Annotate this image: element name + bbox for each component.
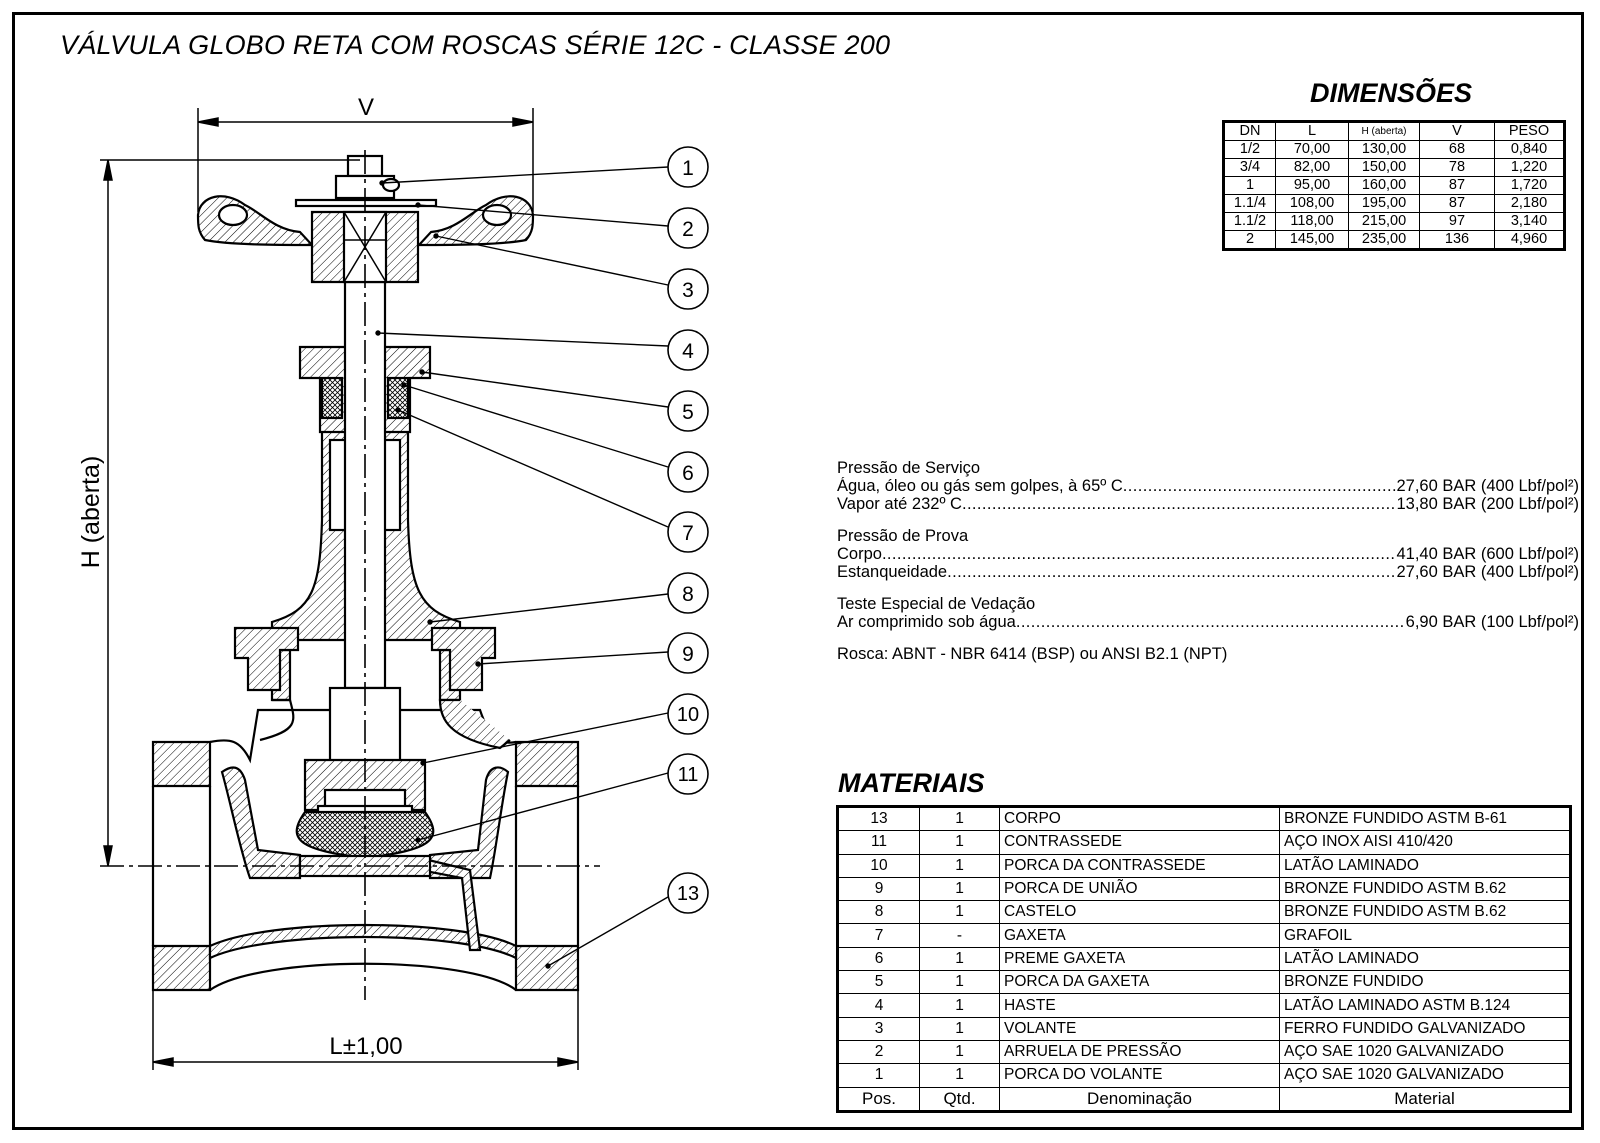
svg-text:2: 2 [682, 218, 694, 241]
materials-header-row: Pos. Qtd. Denominação Material [837, 1086, 1571, 1112]
service-pressure: Pressão de Serviço Água, óleo ou gás sem… [837, 459, 1579, 513]
dim-header-h: H (aberta) [1348, 121, 1420, 141]
balloon-13: 13 [667, 872, 709, 914]
drawing-title: VÁLVULA GLOBO RETA COM ROSCAS SÉRIE 12C … [60, 30, 891, 60]
svg-text:4: 4 [682, 340, 694, 363]
handwheel [196, 154, 535, 284]
svg-text:13: 13 [677, 883, 699, 905]
spec-line: Água, óleo ou gás sem golpes, à 65º C 27… [837, 477, 1579, 495]
svg-text:1: 1 [682, 157, 694, 180]
spec-line: Ar comprimido sob água 6,90 BAR (100 Lbf… [837, 613, 1579, 631]
union-nut [233, 626, 497, 692]
balloon-9: 9 [667, 632, 709, 674]
svg-text:11: 11 [678, 764, 699, 786]
svg-text:7: 7 [682, 522, 694, 545]
svg-text:10: 10 [677, 704, 699, 726]
svg-text:5: 5 [682, 401, 694, 424]
spec-line: Vapor até 232º C 13,80 BAR (200 Lbf/pol²… [837, 495, 1579, 513]
balloon-11: 11 [667, 753, 709, 795]
svg-text:6: 6 [682, 462, 694, 485]
mat-header-denominacao: Denominação [999, 1086, 1280, 1112]
balloon-3: 3 [667, 268, 709, 310]
balloon-1: 1 [667, 146, 709, 188]
dimension-l-label: L±1,00 [329, 1033, 402, 1060]
balloon-5: 5 [667, 390, 709, 432]
svg-text:8: 8 [682, 583, 694, 606]
thread-spec: Rosca: ABNT - NBR 6414 (BSP) ou ANSI B2.… [837, 645, 1228, 663]
svg-text:3: 3 [682, 279, 694, 302]
test-pressure: Pressão de Prova Corpo 41,40 BAR (600 Lb… [837, 527, 1579, 581]
mat-header-pos: Pos. [837, 1086, 920, 1112]
balloon-7: 7 [667, 511, 709, 553]
spec-line: Estanqueidade 27,60 BAR (400 Lbf/pol²) [837, 563, 1579, 581]
dimension-h-label: H (aberta) [77, 456, 105, 569]
leader-lines [375, 166, 669, 969]
test-pressure-title: Pressão de Prova [837, 527, 969, 545]
mat-header-qtd: Qtd. [919, 1086, 1000, 1112]
pressure-specs: Pressão de Serviço Água, óleo ou gás sem… [837, 459, 1579, 663]
mat-header-material: Material [1279, 1086, 1571, 1112]
seal-test: Teste Especial de Vedação Ar comprimido … [837, 595, 1579, 631]
balloon-2: 2 [667, 207, 709, 249]
balloon-8: 8 [667, 572, 709, 614]
materials-heading: MATERIAIS [838, 768, 985, 798]
dim-header-l: L [1275, 121, 1349, 141]
svg-text:9: 9 [682, 643, 694, 666]
dimension-v [197, 108, 534, 212]
balloon-4: 4 [667, 329, 709, 371]
dim-header-v: V [1419, 121, 1495, 141]
service-pressure-title: Pressão de Serviço [837, 459, 981, 477]
dimensions-heading: DIMENSÕES [1310, 78, 1473, 108]
dimension-v-label: V [358, 94, 374, 121]
spec-line: Corpo 41,40 BAR (600 Lbf/pol²) [837, 545, 1579, 563]
dimension-l [152, 990, 579, 1070]
drawing-frame [12, 12, 1584, 1130]
balloon-6: 6 [667, 451, 709, 493]
seal-test-title: Teste Especial de Vedação [837, 595, 1036, 613]
dimension-h [100, 159, 360, 867]
balloon-10: 10 [667, 693, 709, 735]
dimensions-header-row: DN L H (aberta) V PESO [1223, 121, 1565, 141]
dim-header-peso: PESO [1494, 121, 1565, 141]
dim-header-dn: DN [1223, 121, 1276, 141]
